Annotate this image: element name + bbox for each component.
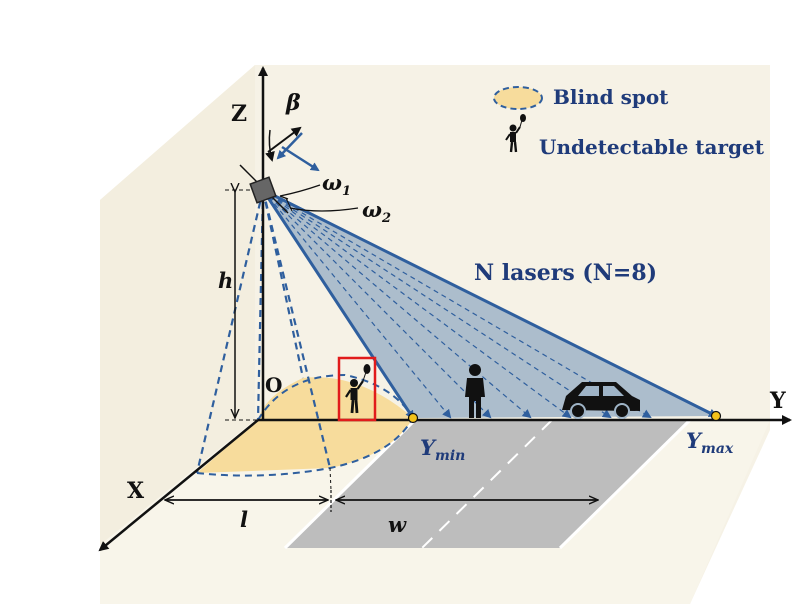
legend-blind-spot-text: Blind spot bbox=[553, 85, 669, 109]
ymax-point bbox=[710, 410, 722, 422]
legend-undetectable-text: Undetectable target bbox=[539, 135, 765, 159]
blind-spot-legend-swatch bbox=[493, 86, 543, 110]
laser-beam bbox=[262, 189, 452, 419]
l-dimension-label: l bbox=[240, 507, 248, 532]
laser-beam bbox=[262, 189, 652, 419]
ymin-point bbox=[407, 412, 419, 424]
laser-beam bbox=[262, 189, 532, 419]
undetectable-target-legend-icon bbox=[505, 114, 526, 153]
car bbox=[562, 382, 640, 419]
omega-leaders bbox=[279, 184, 359, 212]
laser-beam-min bbox=[261, 189, 415, 420]
omega2-label: ω2 bbox=[362, 197, 391, 226]
x-axis bbox=[98, 419, 259, 552]
undetectable-pedestrian bbox=[337, 356, 377, 422]
laser-beam-max bbox=[262, 188, 718, 418]
omega1-label: ω1 bbox=[322, 170, 351, 199]
origin-label: O bbox=[265, 373, 282, 397]
height-label: h bbox=[218, 268, 233, 293]
lasers-label: N lasers (N=8) bbox=[474, 260, 657, 286]
z-axis-label: Z bbox=[231, 101, 247, 127]
pedestrian bbox=[465, 364, 485, 418]
ymin-label: Ymin bbox=[420, 435, 465, 464]
lidar-sensor bbox=[239, 164, 289, 214]
road bbox=[283, 418, 692, 550]
legend: Blind spot Undetectable target bbox=[493, 85, 765, 159]
beta-label: β bbox=[285, 90, 301, 116]
y-axis-label: Y bbox=[769, 388, 786, 414]
dimension-lines bbox=[165, 467, 598, 512]
w-dimension-label: w bbox=[388, 512, 407, 537]
laser-beam bbox=[262, 189, 572, 419]
beta-rotation-arrows bbox=[265, 126, 320, 172]
ymax-label: Ymax bbox=[686, 428, 734, 457]
target-highlight-box bbox=[337, 356, 377, 422]
x-axis-label: X bbox=[127, 478, 145, 504]
laser-beam bbox=[262, 189, 612, 419]
